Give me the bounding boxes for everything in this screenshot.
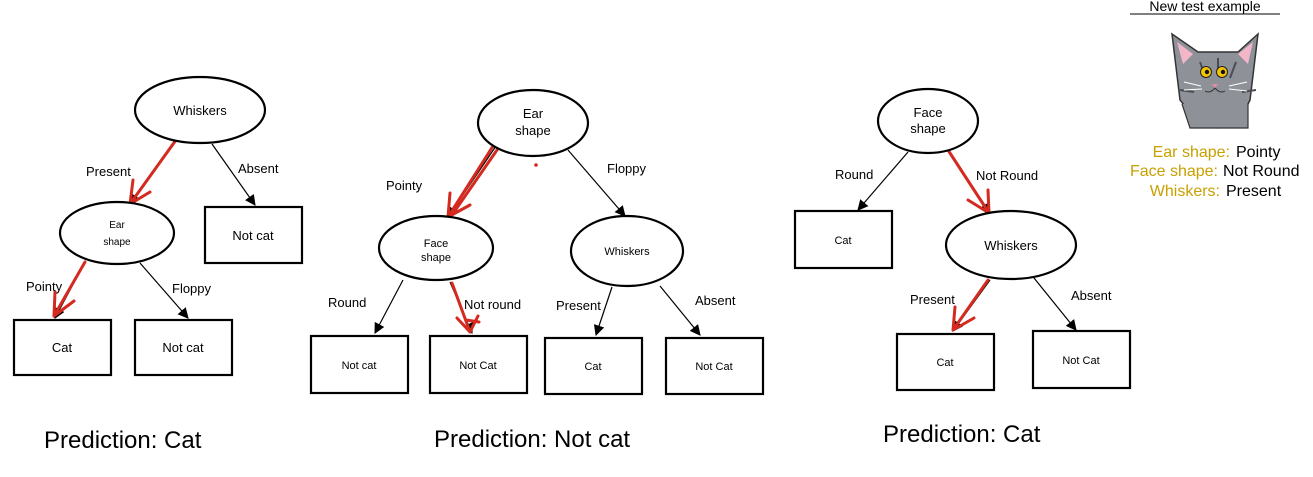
tree2-leaf-4 [664, 336, 765, 396]
tree2-edge-floppy [567, 149, 626, 217]
tree1-edge-label-absent: Absent [238, 161, 279, 176]
tree1-prediction: Prediction: Cat [44, 427, 202, 454]
tree2-root-node [476, 88, 590, 158]
tree3-prediction: Prediction: Cat [883, 421, 1041, 448]
tree2-leaf-1-label: Not cat [342, 360, 377, 372]
tree2-leaf-2 [428, 334, 529, 395]
tree2-highlight-2 [450, 281, 481, 334]
tree2-edge-label-pointy: Pointy [386, 178, 423, 193]
tree1-highlight-1 [128, 138, 178, 206]
tree3-root-label-2: shape [910, 121, 945, 136]
tree3-edge-label-round: Round [835, 167, 873, 182]
tree2-edge-label-round: Round [328, 295, 366, 310]
tree2-left-node-label-2: shape [421, 252, 451, 264]
tree1-edge-absent [211, 143, 256, 206]
tree2-edge-label-absent: Absent [695, 293, 736, 308]
tree1-edge-label-floppy: Floppy [172, 281, 212, 296]
tree1-right-leaf-label: Not cat [232, 228, 274, 243]
tree2-left-node [377, 214, 495, 282]
tree2-edge-label-present: Present [556, 298, 601, 313]
tree1-right-leaf [203, 205, 304, 265]
tree3-edge-absent [1033, 277, 1077, 331]
tree1-mid-label-1: Ear [109, 220, 125, 231]
tree2-edge-label-notround: Not round [464, 297, 521, 312]
tree3-edge-label-present: Present [910, 292, 955, 307]
feature-whiskers-value: Present [1226, 183, 1282, 200]
tree3-highlight-2 [951, 278, 990, 332]
tree1-leaf-right [133, 318, 234, 377]
tree2-root-label-2: shape [515, 123, 550, 138]
tree3-mid-node [944, 209, 1078, 281]
tree1-root-label: Whiskers [173, 103, 227, 118]
tree3-edge-label-notround: Not Round [976, 168, 1038, 183]
tree1-leaf-left [12, 318, 113, 377]
tree-1: Whiskers Ear shape Not cat Cat Not cat P… [12, 75, 304, 454]
tree1-edge-label-present: Present [86, 164, 131, 179]
tree2-leaf-4-label: Not Cat [695, 361, 732, 373]
feature-ear-label: Ear shape: [1153, 144, 1230, 161]
tree2-edge-absent [659, 285, 701, 336]
tree2-leaf-3-label: Cat [584, 361, 601, 373]
tree1-leaf-left-label: Cat [52, 340, 73, 355]
feature-ear-value: Pointy [1236, 144, 1280, 161]
tree1-edge-floppy [139, 262, 189, 319]
feature-face-label: Face shape: [1130, 163, 1218, 180]
tree1-edge-label-pointy: Pointy [26, 279, 63, 294]
tree3-leaf-right-label: Not Cat [1062, 355, 1099, 367]
tree3-left-leaf-label: Cat [834, 235, 851, 247]
tree-3: Face shape Whiskers Cat Cat Not Cat Roun… [793, 87, 1132, 448]
tree2-red-dot [534, 163, 538, 167]
tree3-edge-round [857, 151, 909, 211]
tree3-root-label-1: Face [914, 105, 943, 120]
feature-whiskers-label: Whiskers: [1150, 183, 1220, 200]
tree3-leaf-left-label: Cat [936, 357, 953, 369]
tree3-left-leaf [793, 209, 894, 270]
tree2-prediction: Prediction: Not cat [434, 426, 630, 453]
tree1-leaf-right-label: Not cat [162, 340, 204, 355]
tree-2: Ear shape Face shape Whiskers Not cat No… [309, 88, 765, 453]
tree2-edge-present [593, 286, 613, 337]
tree3-leaf-right [1031, 329, 1132, 390]
tree3-leaf-left [895, 332, 996, 392]
tree2-edge-label-floppy: Floppy [607, 161, 647, 176]
tree1-highlight-2 [52, 260, 87, 318]
tree2-root-label-1: Ear [523, 106, 544, 121]
tree1-mid-label-2: shape [103, 237, 131, 248]
tree2-leaf-3 [543, 336, 644, 396]
tree2-leaf-2-label: Not Cat [459, 360, 496, 372]
tree2-highlight-1 [446, 144, 499, 219]
tree3-mid-node-label: Whiskers [984, 238, 1038, 253]
tree3-highlight-1 [946, 148, 991, 215]
tree2-left-node-label-1: Face [424, 238, 448, 250]
tree1-root-node [133, 75, 267, 145]
tree2-right-node [569, 214, 685, 288]
tree3-root-node [876, 87, 980, 155]
tree1-mid-node [58, 200, 176, 266]
cat-icon [1171, 32, 1259, 129]
tree2-right-node-label: Whiskers [604, 246, 650, 258]
tree2-leaf-1 [309, 334, 410, 395]
tree2-edge-round [374, 279, 404, 334]
test-example-title: New test example [1149, 0, 1260, 14]
tree3-edge-label-absent: Absent [1071, 288, 1112, 303]
test-example-panel: New test example Ear shape: Pointy Face … [1130, 0, 1300, 200]
feature-face-value: Not Round [1223, 163, 1300, 180]
